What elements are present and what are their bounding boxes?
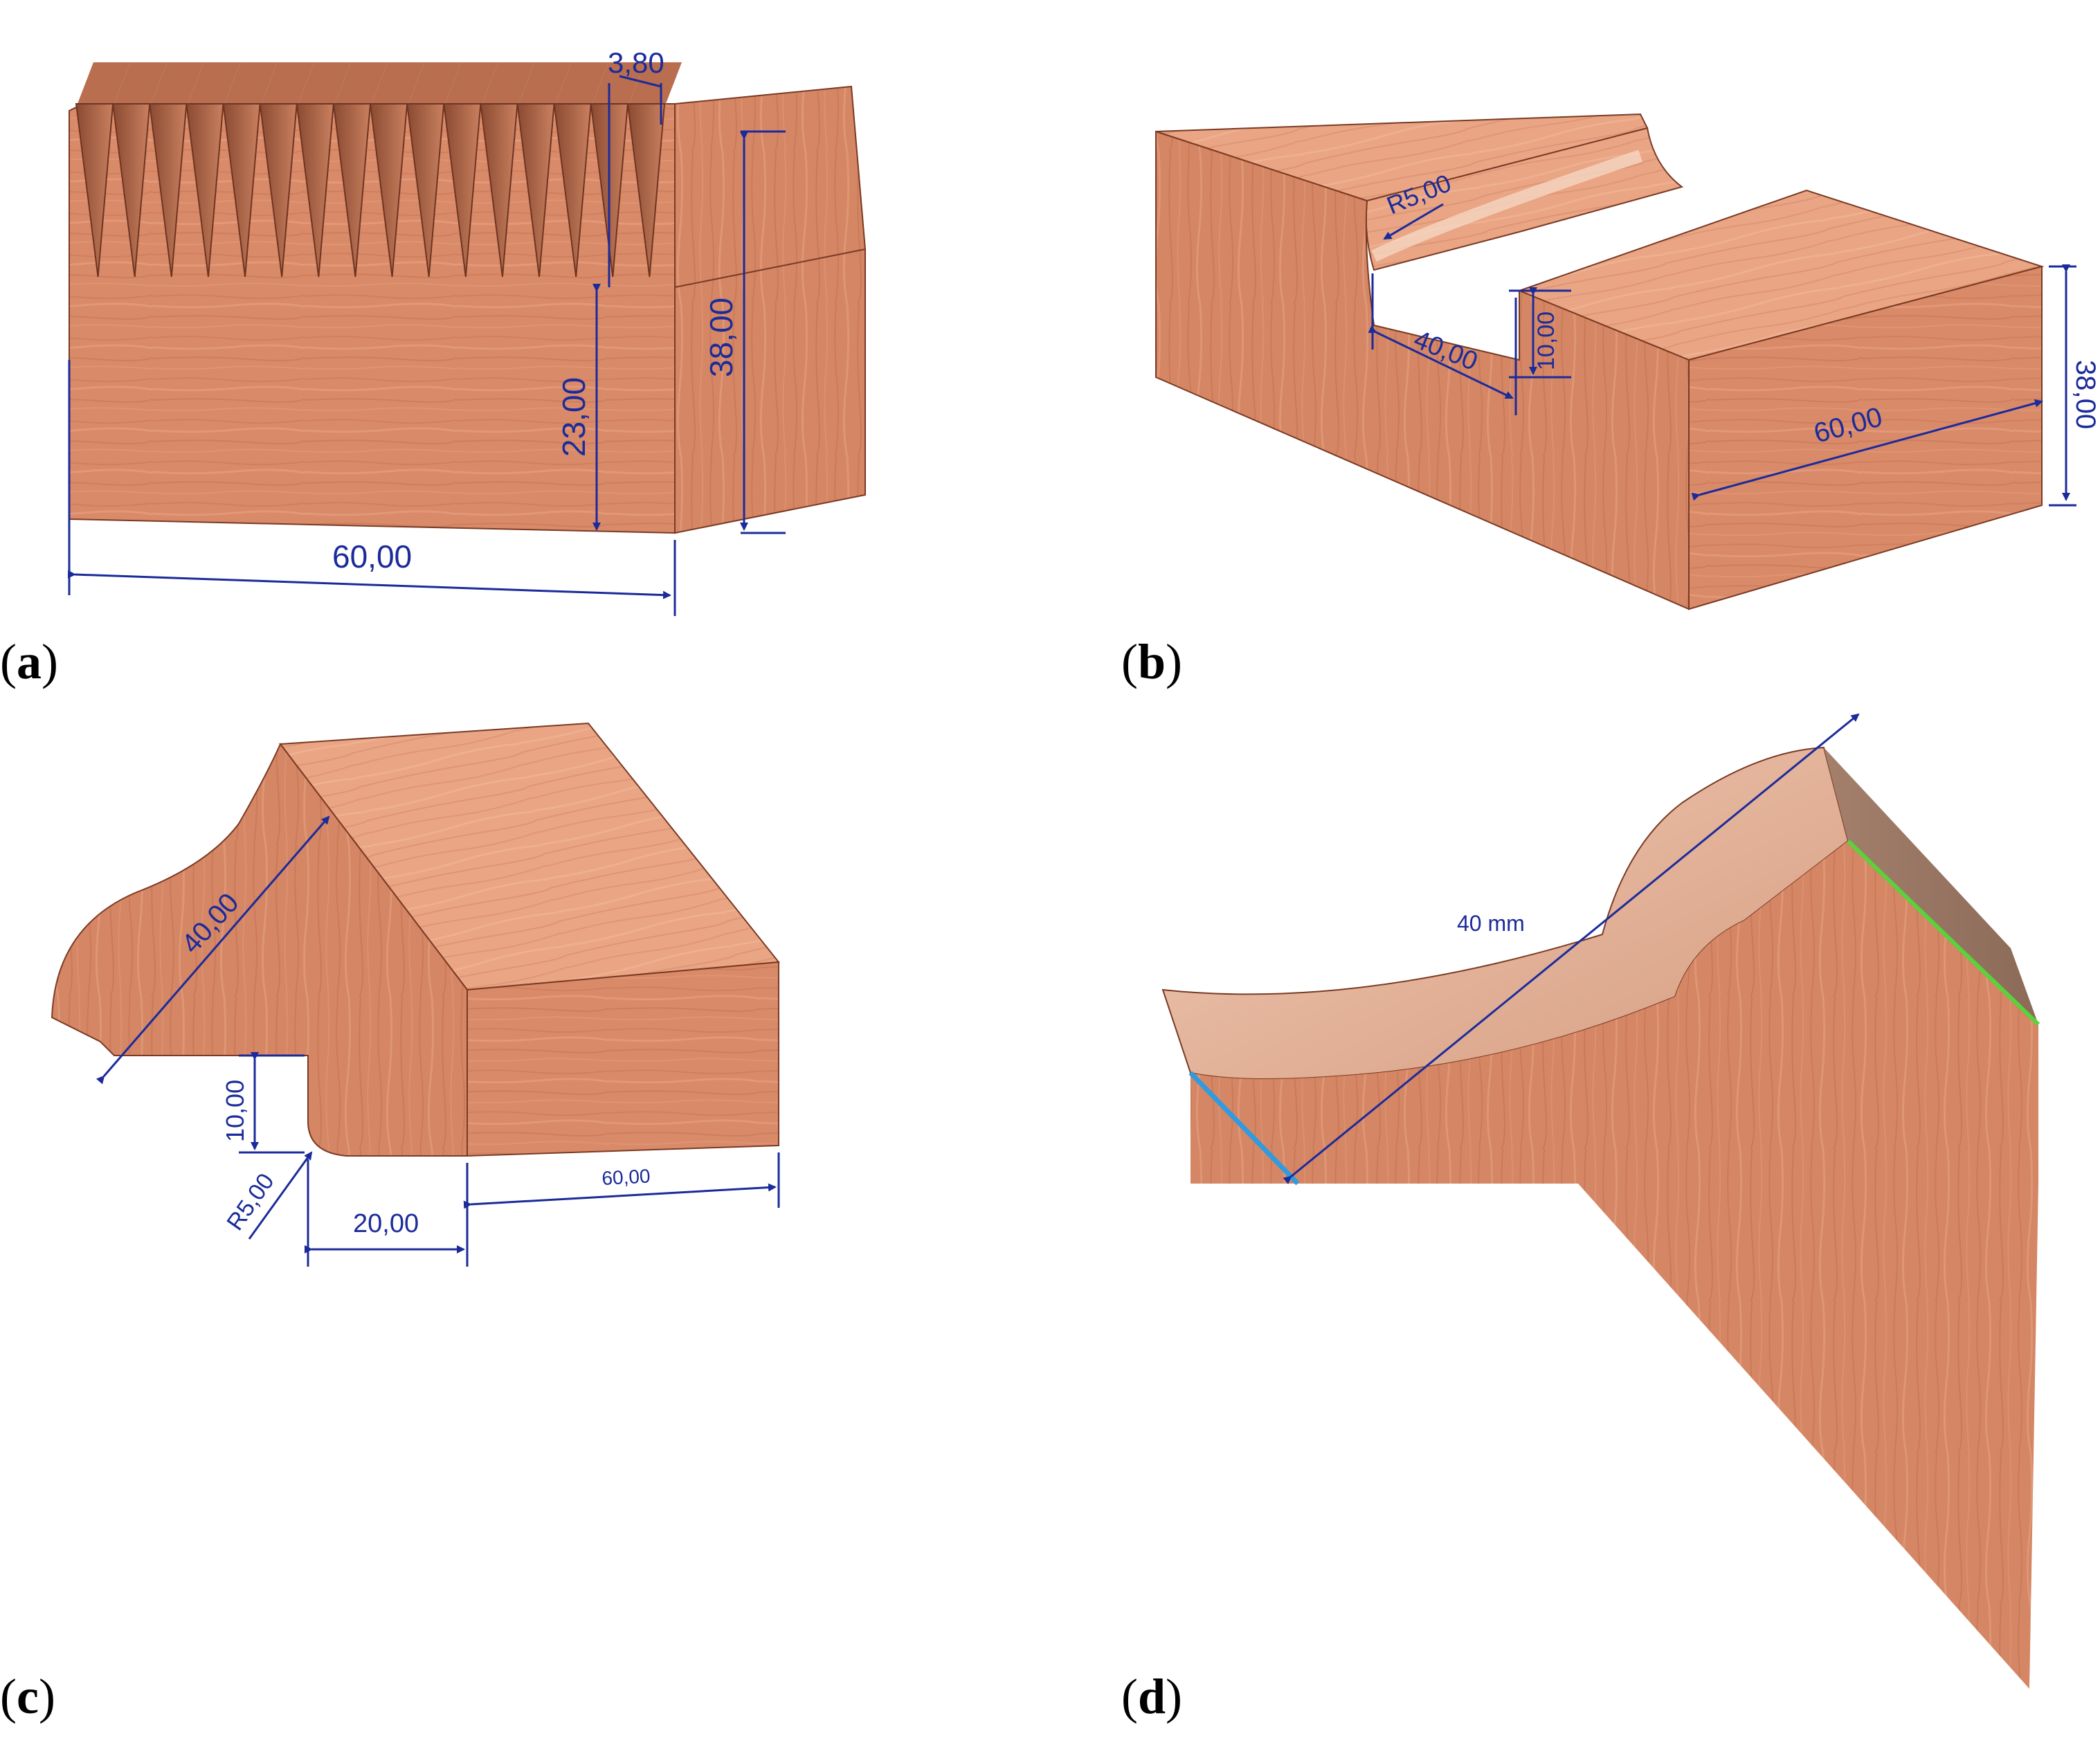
dim-a-38-00: 38,00 <box>703 298 739 377</box>
dim-b-10-00: 10,00 <box>1533 311 1559 370</box>
dim-c-10-00: 10,00 <box>221 1080 249 1142</box>
tooth-groove <box>480 103 518 278</box>
tooth-groove <box>259 103 298 278</box>
tooth-groove <box>222 103 261 278</box>
tooth-groove <box>626 103 666 278</box>
tooth-top <box>223 62 278 107</box>
tooth-groove <box>75 103 114 278</box>
tooth-top <box>590 62 645 107</box>
tooth-top <box>76 62 131 107</box>
tooth-groove <box>369 103 408 278</box>
tooth-groove <box>516 103 555 278</box>
panel-b-label: (b) <box>1121 634 1183 689</box>
dim-c-r5-00: R5,00 <box>221 1168 279 1235</box>
tooth-top <box>333 62 388 107</box>
block-d-dark-side <box>1824 748 2038 1024</box>
block-a-teeth <box>75 62 682 278</box>
panel-d: 40 mm (d) <box>1101 692 2100 1747</box>
panel-a: 3,80 38,00 23,00 60,00 (a) <box>0 0 1038 692</box>
tooth-top <box>554 62 608 107</box>
tooth-top <box>186 62 241 107</box>
panel-a-label: (a) <box>0 634 58 689</box>
panel-d-drawing: 40 mm <box>1161 713 2040 1689</box>
dim-a-60-00: 60,00 <box>332 538 412 574</box>
tooth-top <box>150 62 204 107</box>
panel-b: R5,00 40,00 10,00 60,00 38,00 (b) <box>1101 0 2100 692</box>
tooth-top <box>444 62 498 107</box>
tooth-top <box>260 62 314 107</box>
tooth-top <box>370 62 425 107</box>
tooth-groove <box>149 103 188 278</box>
tooth-groove <box>553 103 592 278</box>
panel-c: 40,00 10,00 R5,00 20,00 60,00 (c) <box>0 692 1038 1747</box>
dim-c-20-00: 20,00 <box>353 1209 419 1238</box>
dim-c-60-00: 60,00 <box>601 1165 651 1189</box>
tooth-groove <box>332 103 372 278</box>
dim-a-3-80: 3,80 <box>608 46 664 79</box>
dim-b-38-00: 38,00 <box>2070 360 2100 429</box>
block-d-lower <box>1578 1184 2038 1689</box>
tooth-top <box>113 62 168 107</box>
panel-c-drawing: 40,00 10,00 R5,00 20,00 60,00 <box>51 722 780 1267</box>
tooth-top <box>517 62 572 107</box>
panel-b-drawing: R5,00 40,00 10,00 60,00 38,00 <box>1155 113 2100 610</box>
block-c-front <box>467 961 779 1157</box>
dim-d-40-mm: 40 mm <box>1457 911 1525 936</box>
tooth-top <box>407 62 462 107</box>
tooth-groove <box>443 103 482 278</box>
tooth-groove <box>185 103 224 278</box>
tooth-top <box>480 62 535 107</box>
panel-c-label: (c) <box>0 1669 55 1724</box>
block-a-side <box>674 85 866 534</box>
tooth-groove <box>406 103 445 278</box>
tooth-groove <box>296 103 334 278</box>
panel-a-drawing: 3,80 38,00 23,00 60,00 <box>67 46 866 616</box>
dim-a-23-00: 23,00 <box>556 377 592 457</box>
panel-d-label: (d) <box>1121 1669 1183 1724</box>
tooth-top <box>296 62 351 107</box>
tooth-groove <box>111 103 151 278</box>
